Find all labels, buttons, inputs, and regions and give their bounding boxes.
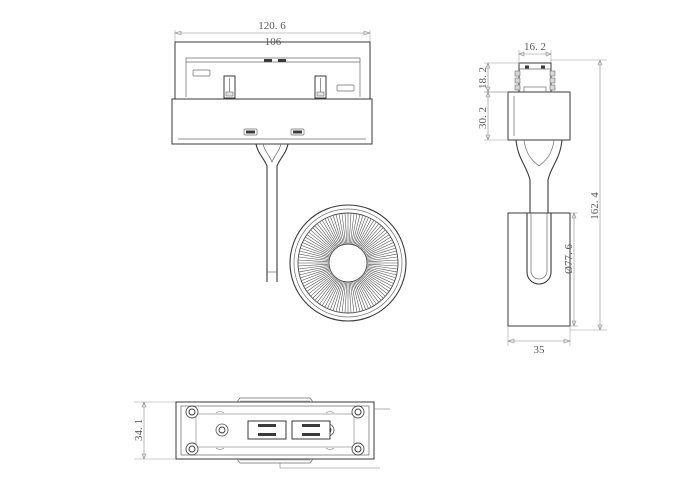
contact-slot [291,420,331,440]
screw-hole [185,442,199,456]
pivot-hole [215,423,229,437]
lamp-head-front [289,204,407,322]
dim-head-diameter: Ø77. 6 [563,244,575,274]
dim-connector-height: 18. 2 [477,67,489,89]
front-view [171,30,407,322]
screw-hole [351,442,365,456]
dim-overall-height: 162. 4 [589,192,601,220]
bottom-view [134,397,390,469]
dim-housing-height: 30. 2 [477,107,489,129]
contact-slot [247,420,287,440]
dim-body-depth: 34. 1 [133,419,145,441]
screw-hole [185,405,199,419]
dim-head-width: 35 [534,344,546,356]
dim-inner-width: 106 [265,36,282,48]
side-view [484,50,607,346]
dim-overall-width: 120. 6 [258,20,286,32]
screw-hole [351,405,365,419]
dim-connector-width: 16. 2 [524,41,546,53]
